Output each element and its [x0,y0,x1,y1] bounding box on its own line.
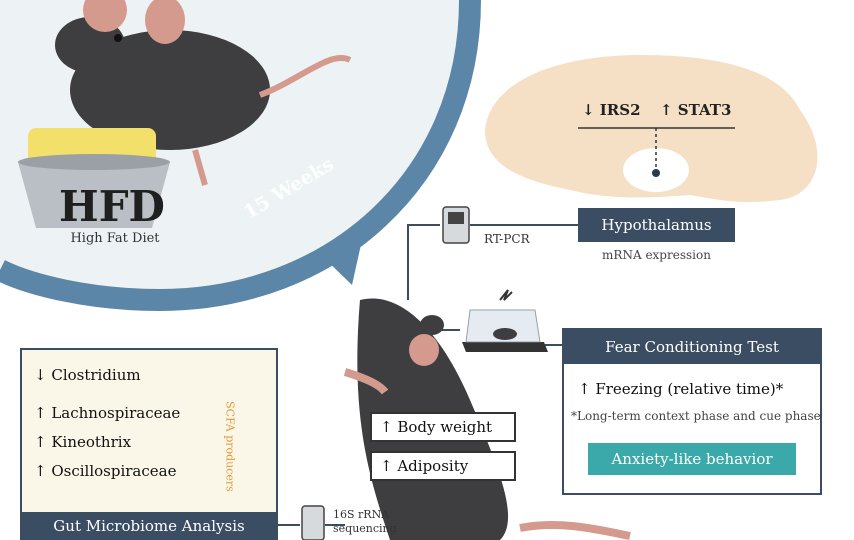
brain-marker-irs2: ↓ IRS2 [582,101,641,119]
hfd-bowl-label: HFD [59,182,165,231]
fear-chamber-icon [462,289,548,352]
pcr-machine-icon [442,206,470,244]
brain-icon [485,55,818,203]
diet-circle-border [0,0,481,312]
food-bowl-icon [18,128,170,228]
anxiety-outcome-badge: Anxiety-like behavior [588,443,796,475]
sequencing-line-2: sequencing [333,522,397,535]
microbiome-title: Gut Microbiome Analysis [20,512,278,540]
mouse-diet-icon [55,0,352,186]
adiposity-box: ↑ Adiposity [370,451,516,481]
microbe-item: ↓ Clostridium [34,366,141,384]
fear-test-title: Fear Conditioning Test [564,330,820,364]
microbe-item: ↑ Lachnospiraceae [34,404,181,422]
sequencing-label: 16S rRNA sequencing [333,508,397,536]
microbe-item: ↑ Kineothrix [34,433,132,451]
microbe-item: ↑ Oscillospiraceae [34,462,177,480]
hypothalamus-title: Hypothalamus [578,208,735,242]
body-weight-box: ↑ Body weight [370,412,516,442]
timeline-arrow-icon [318,240,362,285]
sequencer-icon [301,505,325,540]
rt-pcr-label: RT-PCR [484,232,530,246]
microbiome-panel [20,348,278,520]
diet-caption: High Fat Diet [70,231,160,246]
freezing-footnote: *Long-term context phase and cue phase [571,409,821,423]
sequencing-line-1: 16S rRNA [333,508,390,521]
scfa-producers-label: SCFA producers [223,401,237,492]
freezing-result: ↑ Freezing (relative time)* [578,380,784,398]
brain-marker-stat3: ↑ STAT3 [660,101,732,119]
hypothalamus-subtitle: mRNA expression [602,248,711,262]
